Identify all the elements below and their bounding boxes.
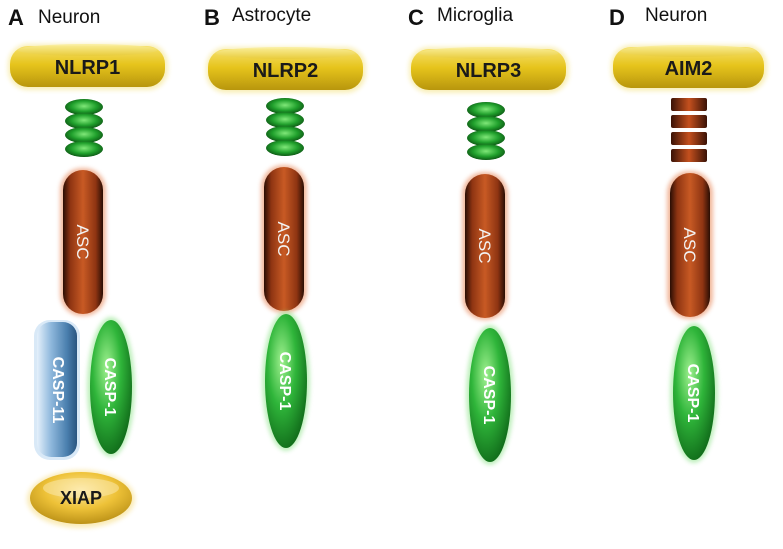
casp1: CASP-1 (670, 323, 718, 463)
panel-c: C Microglia NLRP3 ASC CASP-1 (408, 5, 569, 465)
panel-letter: D (609, 5, 625, 30)
xiap-label: XIAP (60, 488, 102, 508)
casp11-label: CASP-11 (49, 357, 66, 424)
casp1: CASP-1 (466, 325, 514, 465)
asc-label: ASC (680, 228, 699, 263)
panel-a: A Neuron NLRP1 ASC CASP-11 CASP (8, 5, 168, 528)
sensor-label: NLRP3 (456, 60, 522, 82)
asc-adaptor: ASC (261, 165, 307, 313)
hin-domain (671, 98, 707, 162)
casp1-label: CASP-1 (276, 352, 293, 411)
cell-type-label: Neuron (38, 7, 100, 28)
xiap: XIAP (27, 470, 135, 528)
panel-letter: A (8, 5, 24, 30)
asc-adaptor: ASC (667, 171, 713, 319)
asc-label: ASC (475, 229, 494, 264)
pyrin-domain (266, 98, 304, 156)
sensor-nlrp3: NLRP3 (409, 47, 569, 93)
sensor-nlrp1: NLRP1 (8, 44, 168, 90)
casp1-label: CASP-1 (684, 364, 701, 423)
sensor-label: AIM2 (665, 58, 713, 80)
cell-type-label: Microglia (437, 5, 513, 26)
asc-label: ASC (274, 222, 293, 257)
panel-letter: C (408, 5, 424, 30)
cell-type-label: Astrocyte (232, 5, 311, 26)
sensor-label: NLRP1 (55, 57, 121, 79)
cell-type-label: Neuron (645, 5, 707, 26)
asc-adaptor: ASC (60, 168, 106, 316)
pyrin-domain (467, 102, 505, 160)
casp11: CASP-11 (34, 320, 80, 460)
casp1: CASP-1 (262, 311, 310, 451)
casp1-label: CASP-1 (101, 358, 118, 417)
panel-b: B Astrocyte NLRP2 ASC CASP-1 (204, 5, 366, 451)
casp1-label: CASP-1 (480, 366, 497, 425)
casp1: CASP-1 (87, 317, 135, 457)
sensor-aim2: AIM2 (611, 45, 767, 91)
pyrin-domain (65, 99, 103, 157)
asc-adaptor: ASC (462, 172, 508, 320)
sensor-label: NLRP2 (253, 60, 319, 82)
panel-letter: B (204, 5, 220, 30)
panel-d: D Neuron AIM2 ASC CASP-1 (609, 5, 767, 463)
asc-label: ASC (73, 225, 92, 260)
sensor-nlrp2: NLRP2 (206, 47, 366, 93)
